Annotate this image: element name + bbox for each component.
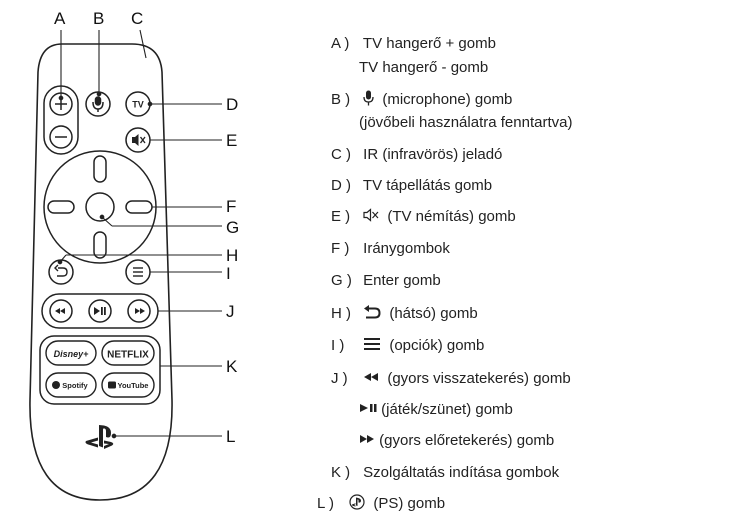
callout-c: C (131, 9, 143, 28)
legend-text-d1: TV tápellátás gomb (362, 177, 493, 194)
service-buttons (39, 335, 161, 405)
legend-key-d: D ) (331, 177, 351, 194)
options-button[interactable] (125, 259, 151, 285)
dpad-down[interactable] (93, 231, 107, 259)
legend-text-g1: Enter gomb (363, 272, 441, 289)
fast-forward-icon (360, 435, 374, 443)
rewind-icon (55, 308, 65, 314)
youtube-label: YouTube (118, 381, 149, 390)
legend-item-c: C ) IR (infravörös) jeladó (331, 146, 502, 164)
legend-item-d: D ) TV tápellátás gomb (331, 177, 492, 195)
menu-icon (133, 267, 143, 277)
callout-e: E (226, 131, 237, 150)
microphone-icon (92, 96, 104, 112)
legend-text-h1: (hátsó) gomb (389, 305, 478, 322)
legend-key-g: G ) (331, 272, 352, 289)
tv-mute-button[interactable] (125, 127, 151, 153)
legend-item-k: K ) Szolgáltatás indítása gombok (331, 464, 559, 482)
play-pause-icon (94, 307, 106, 315)
callout-f: F (226, 197, 236, 216)
rewind-button[interactable] (49, 299, 73, 323)
remote-diagram: TV (29, 9, 239, 501)
netflix-button[interactable] (101, 340, 155, 366)
legend-item-a: A ) TV hangerő + gomb (331, 35, 496, 53)
callout-d: D (226, 95, 238, 114)
direction-pad (43, 150, 157, 264)
legend-text-b1: (microphone) gomb (382, 91, 513, 108)
mute-icon (363, 208, 379, 222)
callout-j: J (226, 302, 235, 321)
ps-logo-icon (349, 494, 365, 510)
back-arrow-icon (364, 305, 381, 319)
legend-key-h: H ) (331, 305, 351, 322)
legend-item-h: H ) (hátsó) gomb (331, 305, 478, 323)
legend-text-c1: IR (infravörös) jeladó (363, 146, 503, 163)
play-pause-button[interactable] (88, 299, 112, 323)
legend-key-j: J ) (331, 370, 348, 387)
legend-text-l1: (PS) gomb (373, 495, 446, 512)
microphone-icon (363, 90, 374, 106)
legend-key-b: B ) (331, 91, 351, 108)
tv-power-button[interactable]: TV (125, 91, 151, 117)
disney-button[interactable] (45, 340, 97, 366)
callout-g: G (226, 218, 239, 237)
ps-button[interactable] (85, 425, 114, 449)
remote-body (29, 43, 173, 501)
dpad-left[interactable] (47, 200, 75, 214)
legend-item-g: G ) Enter gomb (331, 272, 441, 290)
spotify-label: Spotify (62, 381, 88, 390)
callout-lines (57, 29, 222, 439)
callout-h: H (226, 246, 238, 265)
spotify-logo-icon (52, 381, 60, 389)
callout-b: B (93, 9, 104, 28)
legend-text-k1: Szolgáltatás indítása gombok (363, 464, 560, 481)
spotify-button[interactable] (45, 372, 97, 398)
legend-item-f: F ) Iránygombok (331, 240, 450, 258)
legend-item-j3: (gyors előretekerés) gomb (359, 432, 554, 450)
legend-text-j1: (gyors visszatekerés) gomb (387, 370, 571, 387)
fast-forward-icon (135, 308, 145, 314)
legend-text-f1: Iránygombok (363, 240, 450, 257)
legend-item-l: L ) (PS) gomb (317, 494, 445, 513)
legend-key-i: I ) (331, 337, 345, 354)
legend-key-c: C ) (331, 146, 351, 163)
legend-item-e: E ) (TV némítás) gomb (331, 208, 516, 226)
tv-label: TV (132, 100, 144, 110)
legend-key-f: F ) (331, 240, 350, 257)
callout-a: A (54, 9, 66, 28)
rewind-icon (364, 373, 379, 381)
legend-text-j2: (játék/szünet) gomb (381, 401, 513, 418)
legend-item-j: J ) (gyors visszatekerés) gomb (331, 370, 571, 388)
fast-forward-button[interactable] (127, 299, 151, 323)
legend-text-b2: (jövőbeli használatra fenntartva) (359, 114, 573, 131)
legend-text-i1: (opciók) gomb (389, 337, 485, 354)
back-arrow-icon (54, 264, 68, 277)
enter-button[interactable] (85, 192, 115, 222)
legend-key-l: L ) (317, 495, 334, 512)
volume-down-button[interactable] (49, 125, 73, 149)
legend-key-k: K ) (331, 464, 351, 481)
legend-text-e1: (TV némítás) gomb (387, 208, 516, 225)
youtube-logo-icon (108, 381, 116, 389)
legend-item-b: B ) (microphone) gomb (331, 90, 512, 109)
play-pause-icon (360, 404, 377, 412)
menu-icon (364, 338, 381, 350)
mute-icon (132, 134, 146, 146)
legend-text-a2: TV hangerő - gomb (359, 59, 489, 76)
callout-i: I (226, 264, 231, 283)
legend-item-i: I ) (opciók) gomb (331, 337, 484, 355)
legend-item-j2: (játék/szünet) gomb (359, 401, 513, 419)
dpad-right[interactable] (125, 200, 153, 214)
callout-k: K (226, 357, 238, 376)
netflix-label: NETFLIX (107, 350, 149, 361)
callout-l: L (226, 427, 235, 446)
youtube-button[interactable] (101, 372, 155, 398)
legend-text-a1: TV hangerő + gomb (362, 35, 496, 52)
dpad-up[interactable] (93, 155, 107, 183)
legend-key-e: E ) (331, 208, 351, 225)
legend-key-a: A ) (331, 35, 350, 52)
disney-label: Disney+ (54, 349, 90, 359)
ps-logo-icon (85, 425, 114, 449)
legend-text-j3: (gyors előretekerés) gomb (379, 432, 555, 449)
